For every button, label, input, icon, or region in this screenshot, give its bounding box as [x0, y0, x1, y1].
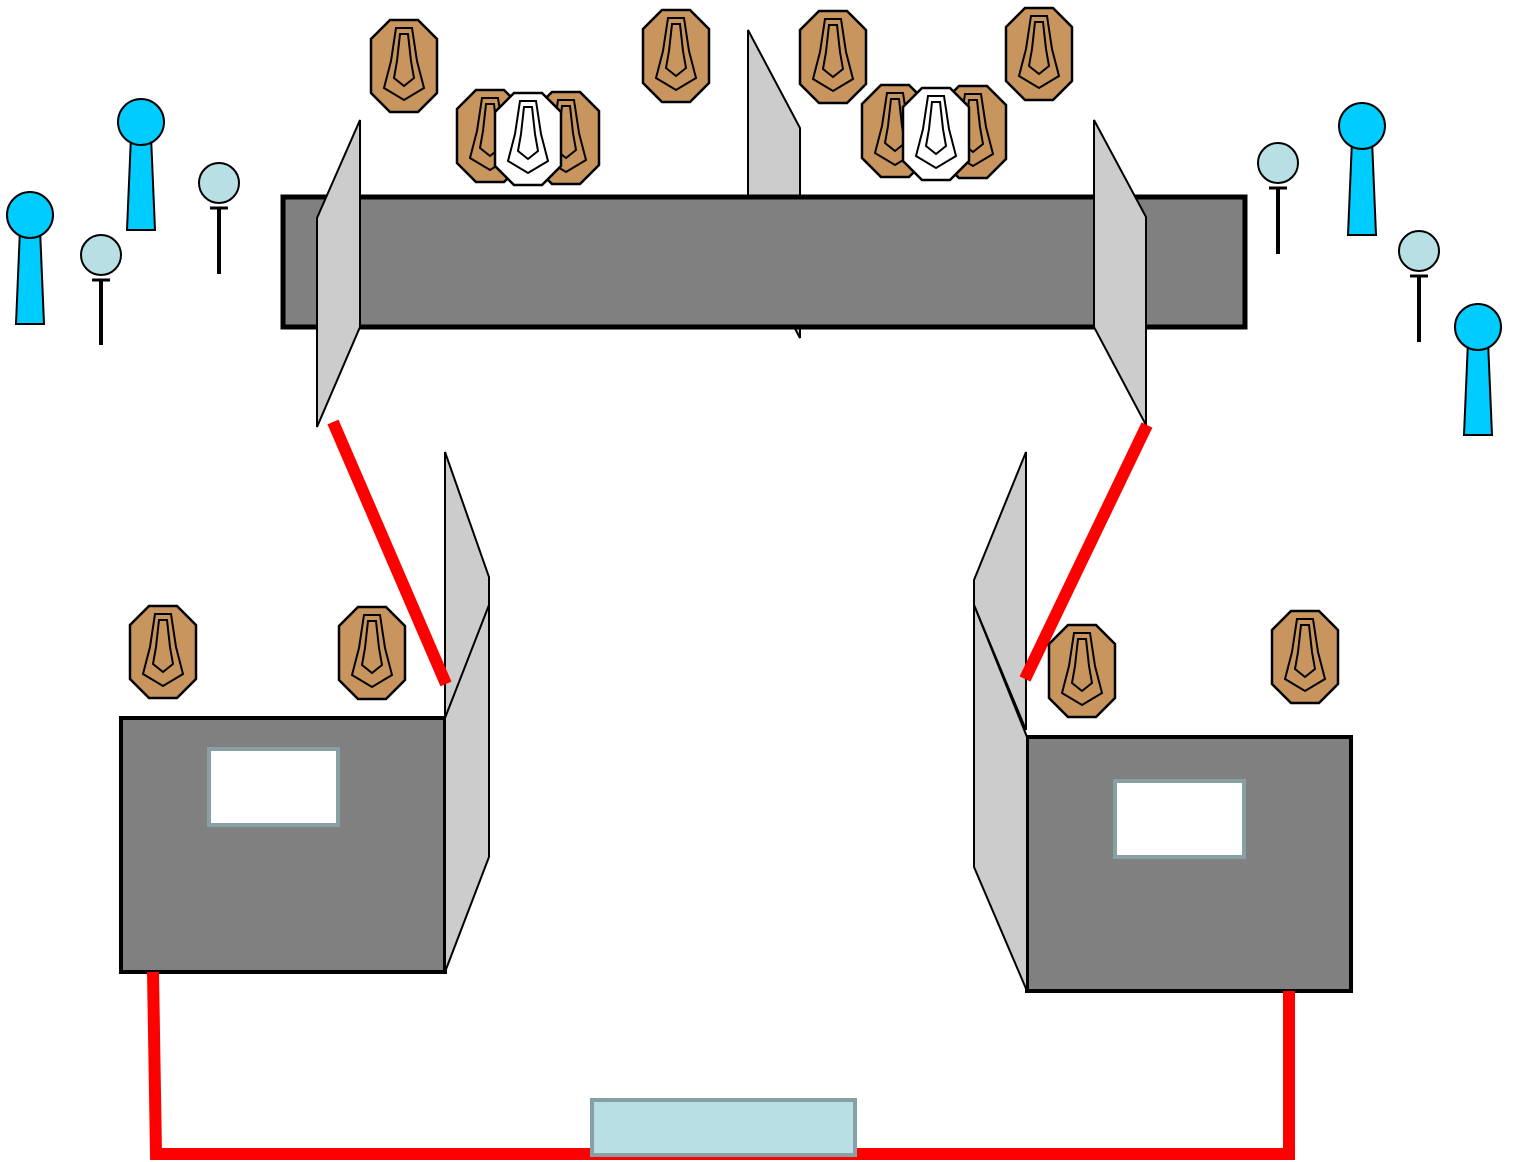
top-left-panel	[316, 119, 361, 428]
paper-target-icon	[1270, 609, 1340, 705]
popper-icon	[6, 191, 54, 325]
steel-plate-icon	[80, 234, 122, 345]
popper-icon	[1338, 102, 1386, 236]
top-right-panel	[1093, 119, 1147, 426]
left-window	[207, 747, 340, 827]
top-wall	[280, 194, 1248, 330]
no-shoot-target-icon	[901, 86, 971, 182]
steel-plate-icon	[1257, 142, 1299, 254]
paper-target-icon	[798, 9, 868, 105]
paper-target-icon	[1004, 6, 1074, 102]
walls-layer	[119, 29, 1353, 993]
paper-target-icon	[641, 8, 711, 104]
paper-target-icon	[337, 605, 407, 701]
popper-icon	[1454, 303, 1502, 436]
steel-plate-icon	[1398, 230, 1440, 342]
right-wall-panel-upper	[973, 451, 1027, 731]
left-wall-panel-lower	[444, 604, 490, 973]
fault-line-right	[1019, 422, 1153, 682]
paper-target-icon	[1047, 623, 1117, 719]
steel-layer	[6, 98, 1502, 436]
paper-target-icon	[128, 604, 198, 700]
paper-target-icon	[369, 18, 439, 114]
start-box	[590, 1098, 857, 1157]
panels-layer	[316, 119, 1147, 992]
fault-line-left	[327, 419, 452, 687]
fault-lines-layer	[147, 419, 1295, 1160]
targets-layer	[128, 6, 1340, 719]
popper-icon	[117, 98, 165, 231]
no-shoot-target-icon	[493, 91, 563, 187]
right-window	[1113, 779, 1246, 859]
right-wall	[1025, 735, 1353, 993]
steel-plate-icon	[198, 162, 240, 274]
right-wall-panel-lower	[973, 604, 1028, 992]
